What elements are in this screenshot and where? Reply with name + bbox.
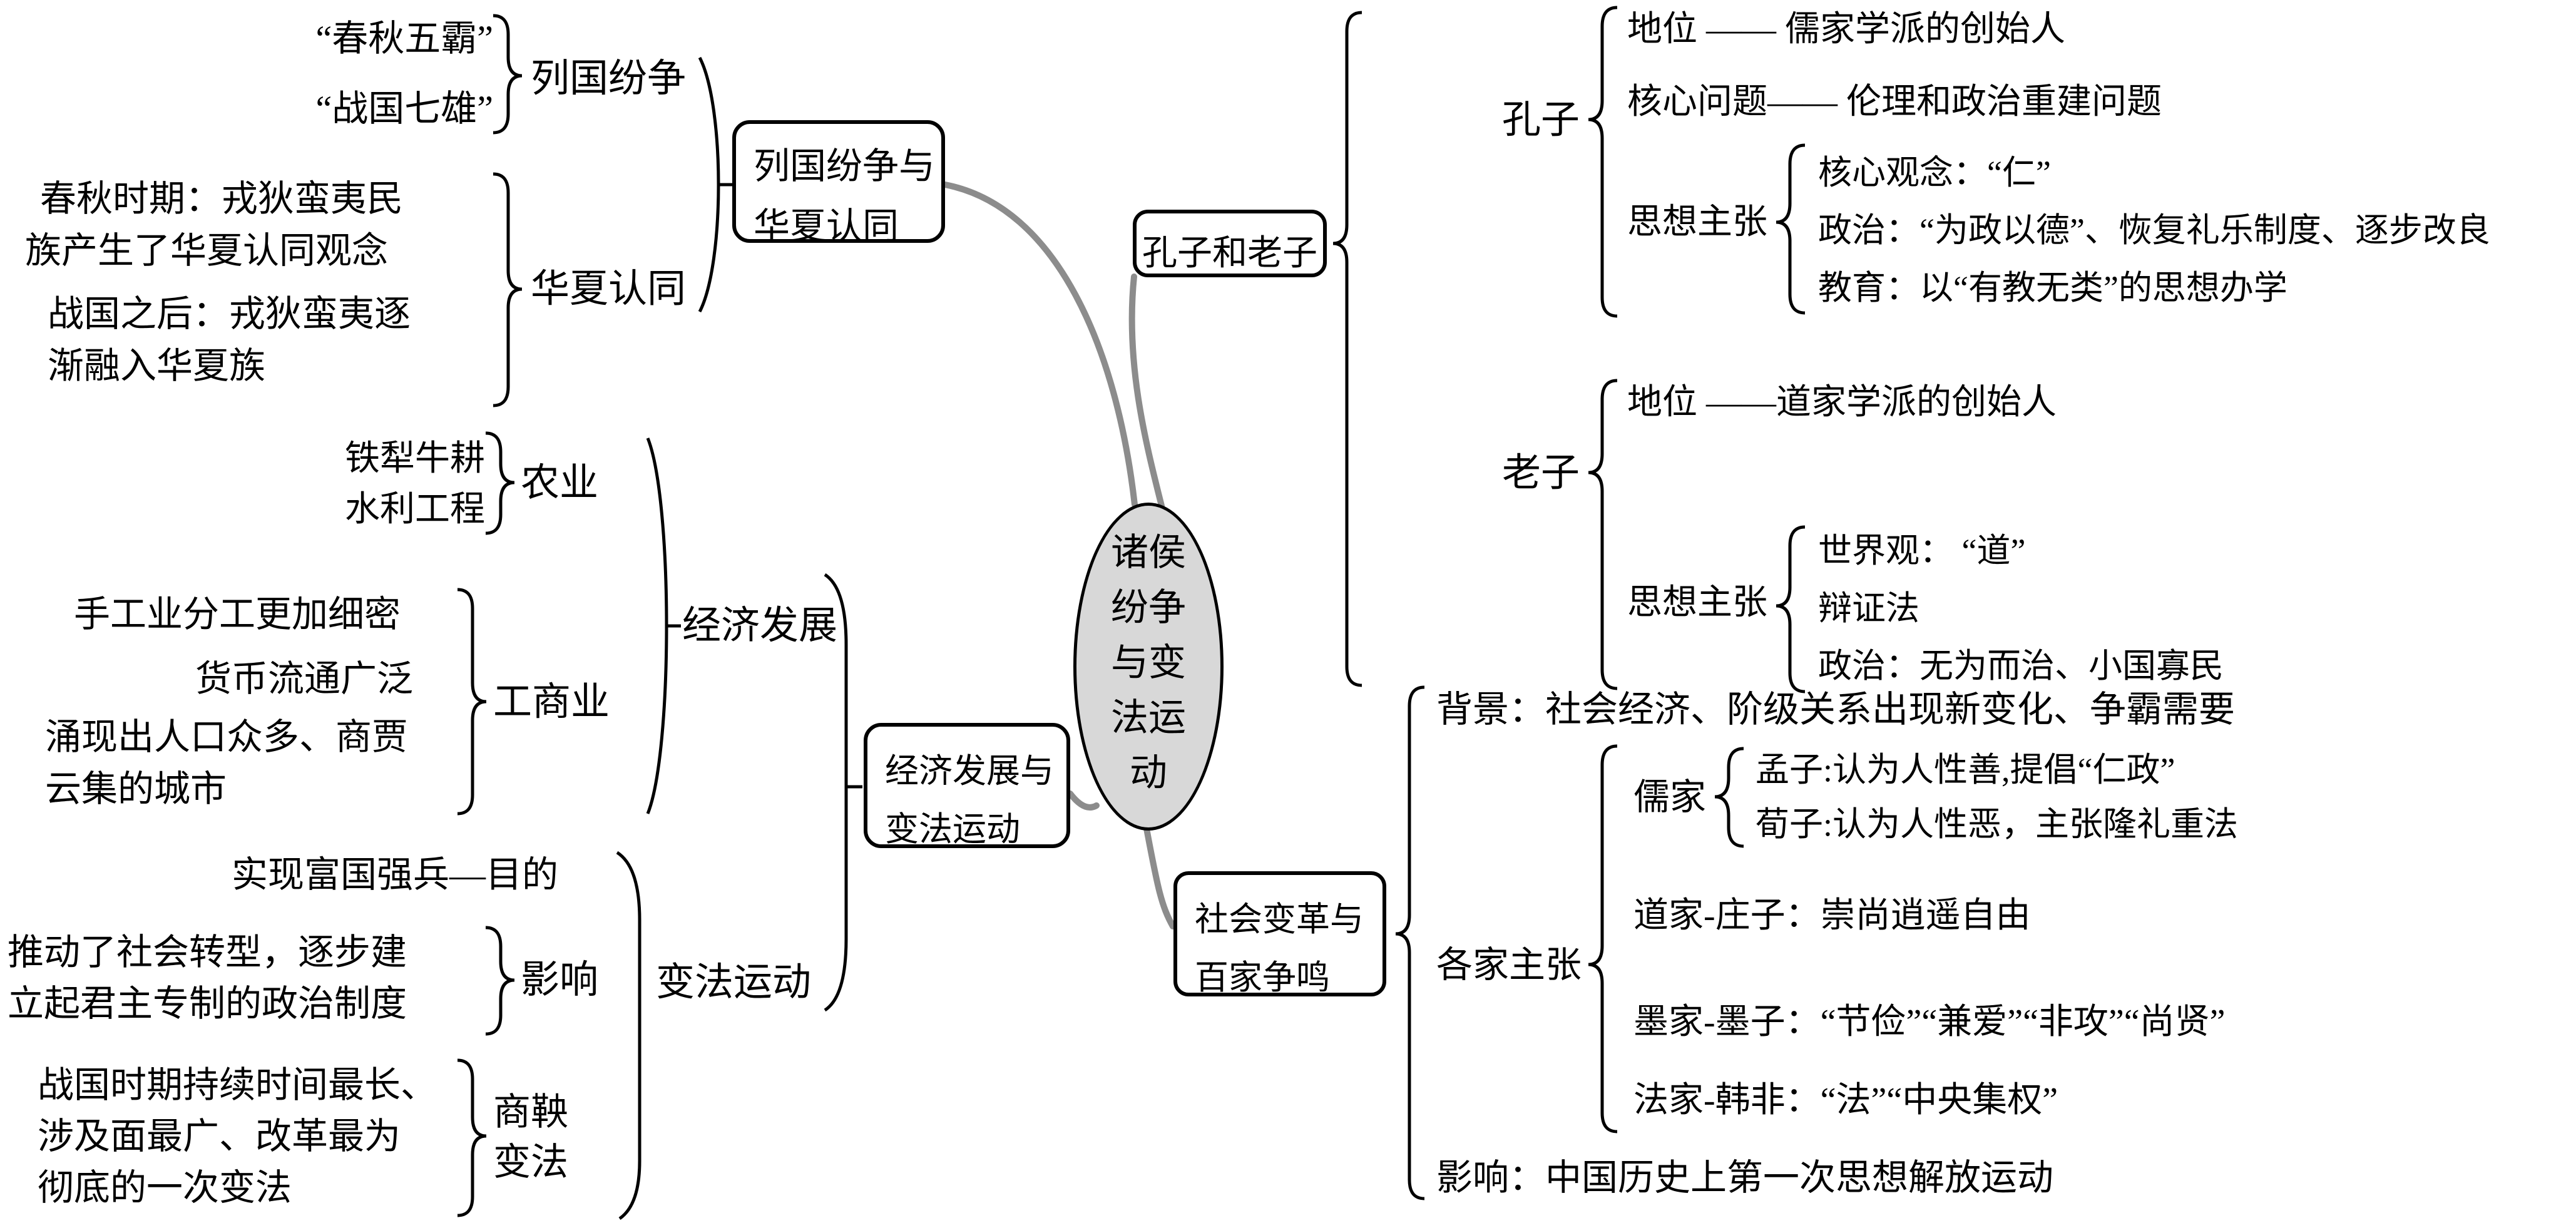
- brace-kongzi-items: [1588, 6, 1618, 318]
- brace-shangyang-items: [457, 1058, 487, 1217]
- item-mo-school: 墨家-墨子：“节俭”“兼爱”“非攻”“尚贤”: [1633, 1003, 2226, 1041]
- item-agri-2: 水利工程: [345, 490, 485, 529]
- central-topic-line: 纷争: [1111, 587, 1186, 628]
- confucius-box-label: 孔子和老子: [1142, 234, 1317, 273]
- central-topic-line: 法运: [1111, 697, 1186, 739]
- curve-to-hundred-box: [1143, 826, 1176, 929]
- brace-ru-items: [1714, 747, 1744, 848]
- item-kongzi-thought-3: 教育：以“有教无类”的思想办学: [1818, 269, 2287, 307]
- economy-box-line2: 变法运动: [885, 811, 1020, 848]
- label-kongzi: 孔子: [1502, 99, 1580, 141]
- label-lieguo-fenzheng: 列国纷争: [531, 58, 687, 100]
- label-reform-influence: 影响: [521, 959, 599, 1001]
- item-huaxia-4: 渐融入华夏族: [48, 345, 266, 386]
- conflict-box-line2: 华夏认同: [754, 206, 899, 247]
- central-topic-ellipse: 诸侯 纷争 与变 法运 动: [1073, 503, 1224, 831]
- label-huaxia-rentong: 华夏认同: [531, 268, 687, 310]
- item-kongzi-status: 地位 —— 儒家学派的创始人: [1627, 10, 2065, 49]
- curve-to-conflict-box: [942, 182, 1138, 508]
- label-shangyang-line1: 商鞅: [493, 1092, 568, 1133]
- brace-laozi-items: [1588, 379, 1618, 690]
- brace-hundred-group: [1395, 685, 1425, 1200]
- item-reform-purpose: 实现富国强兵—目的: [232, 854, 559, 895]
- item-huaxia-1: 春秋时期：戎狄蛮夷民: [40, 178, 404, 219]
- item-shangyang-3: 彻底的一次变法: [38, 1167, 292, 1208]
- bracket-econ-reform-group: [824, 573, 848, 1012]
- label-agriculture: 农业: [521, 462, 599, 504]
- item-zhanguo-qixiong: “战国七雄”: [315, 88, 494, 129]
- item-laozi-thought-1: 世界观： “道”: [1818, 532, 2026, 570]
- label-shangyang-line2: 变法: [493, 1142, 568, 1183]
- item-kongzi-thought-2: 政治：“为政以德”、恢复礼乐制度、逐步改良: [1818, 212, 2490, 249]
- item-mengzi: 孟子:认为人性善,提倡“仁政”: [1756, 751, 2175, 789]
- item-industry-1: 手工业分工更加细密: [74, 594, 401, 635]
- item-laozi-thought-2: 辩证法: [1818, 590, 1919, 627]
- label-reform-movement: 变法运动: [656, 961, 812, 1004]
- item-huaxia-2: 族产生了华夏认同观念: [25, 230, 389, 271]
- item-industry-4: 云集的城市: [45, 769, 227, 809]
- node-hundred-box: 社会变革与 百家争鸣: [1173, 871, 1386, 996]
- item-laozi-status: 地位 ——道家学派的创始人: [1627, 383, 2057, 422]
- brace-huaxia-items: [493, 172, 523, 407]
- item-industry-3: 涌现出人口众多、商贾: [45, 717, 409, 757]
- item-chunqiu-wuba: “春秋五霸”: [315, 18, 494, 59]
- node-economy-box: 经济发展与 变法运动: [864, 723, 1070, 848]
- curve-to-economy-box: [1067, 791, 1100, 811]
- node-confucius-box: 孔子和老子: [1133, 210, 1327, 277]
- node-conflict-box: 列国纷争与 华夏认同: [732, 120, 945, 247]
- item-agri-1: 铁犁牛耕: [345, 439, 485, 478]
- label-economic-development: 经济发展: [682, 605, 838, 647]
- item-kongzi-core: 核心问题—— 伦理和政治重建问题: [1627, 83, 2162, 121]
- label-laozi: 老子: [1502, 452, 1580, 494]
- item-reform-influence-1: 推动了社会转型，逐步建: [8, 932, 407, 973]
- hundred-box-line1: 社会变革与: [1195, 901, 1364, 938]
- item-fa-school: 法家-韩非：“法”“中央集权”: [1633, 1081, 2058, 1120]
- brace-laozi-thought-items: [1776, 525, 1806, 693]
- item-shangyang-1: 战国时期持续时间最长、: [38, 1065, 437, 1105]
- economy-box-line1: 经济发展与: [885, 752, 1054, 790]
- brace-agriculture-items: [485, 431, 515, 535]
- label-kongzi-thought: 思想主张: [1627, 203, 1767, 242]
- item-huaxia-3: 战国之后：戎狄蛮夷逐: [48, 294, 411, 334]
- item-shangyang-2: 涉及面最广、改革最为: [38, 1116, 401, 1157]
- brace-kongzi-thought-items: [1776, 143, 1806, 315]
- item-dao-school: 道家-庄子：崇尚逍遥自由: [1633, 896, 2031, 935]
- bracket-reform-group: [616, 851, 641, 1220]
- hundred-box-line2: 百家争鸣: [1195, 959, 1330, 996]
- brace-schools-items: [1588, 744, 1618, 1133]
- label-ru-school: 儒家: [1633, 777, 1707, 817]
- item-hundred-influence: 影响：中国历史上第一次思想解放运动: [1436, 1157, 2054, 1198]
- label-laozi-thought: 思想主张: [1627, 583, 1767, 622]
- label-industry: 工商业: [493, 681, 610, 724]
- item-reform-influence-2: 立起君主专制的政治制度: [8, 983, 407, 1024]
- item-industry-2: 货币流通广泛: [195, 658, 414, 699]
- central-topic-line: 动: [1130, 752, 1167, 794]
- bracket-conflict-group: [698, 56, 720, 313]
- central-topic-line: 诸侯: [1111, 532, 1186, 573]
- brace-confucius-group: [1332, 11, 1362, 687]
- item-hundred-background: 背景：社会经济、阶级关系出现新变化、争霸需要: [1436, 689, 2236, 730]
- item-kongzi-thought-1: 核心观念：“仁”: [1818, 154, 2051, 192]
- item-laozi-thought-3: 政治：无为而治、小国寡民: [1818, 647, 2224, 685]
- brace-lieguo-items: [493, 14, 523, 135]
- item-xunzi: 荀子:认为人性恶，主张隆礼重法: [1756, 806, 2239, 843]
- brace-influence-items: [485, 926, 515, 1036]
- conflict-box-line1: 列国纷争与: [754, 146, 936, 187]
- label-schools: 各家主张: [1436, 944, 1582, 985]
- central-topic-line: 与变: [1111, 642, 1186, 683]
- brace-industry-items: [457, 588, 487, 816]
- bracket-economy-group: [646, 438, 668, 814]
- curve-to-confucius-box: [1128, 274, 1165, 511]
